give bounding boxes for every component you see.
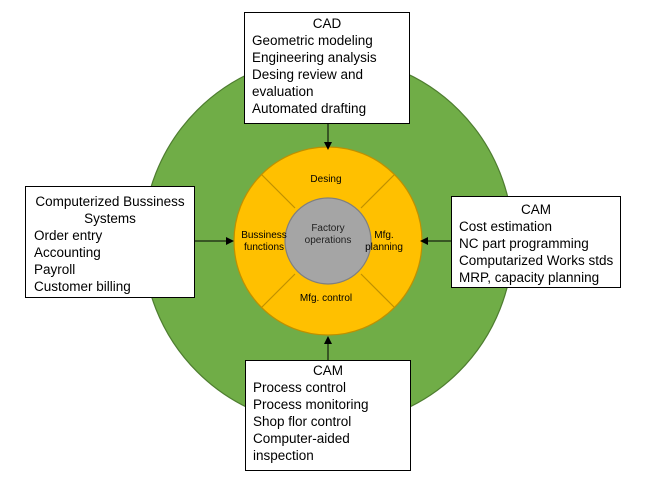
- cam-planning-item: MRP, capacity planning: [459, 270, 600, 285]
- cam-planning-item: Computarized Works stds: [459, 253, 614, 268]
- business-systems-item: Payroll: [34, 262, 76, 277]
- business-systems-item: Accounting: [34, 245, 101, 260]
- divider-bottom-left: [261, 273, 296, 308]
- business-systems-box-title: Computerized Bussiness Systems: [35, 194, 185, 226]
- cad-box: CAD Geometric modeling Engineering analy…: [244, 12, 410, 124]
- cam-control-item: Computer-aided inspection: [253, 431, 350, 463]
- divider-top-left: [261, 174, 296, 209]
- cam-control-item: Process control: [253, 380, 347, 395]
- business-systems-item: Order entry: [34, 228, 103, 243]
- divider-bottom-right: [360, 273, 395, 308]
- cad-item: Automated drafting: [252, 101, 367, 116]
- center-circle: [284, 197, 372, 285]
- cad-item: Desing review and evaluation: [252, 67, 364, 99]
- ring-label-mfg-planning: Mfg. planning: [365, 230, 403, 253]
- cam-planning-item: Cost estimation: [459, 219, 553, 234]
- business-systems-box: Computerized Bussiness Systems Order ent…: [25, 186, 195, 298]
- cam-control-box: CAM Process control Process monitoring S…: [245, 360, 411, 471]
- ring-label-mfg-control: Mfg. control: [299, 293, 353, 304]
- divider-top-right: [360, 174, 395, 209]
- center-label-factory-operations: Factory operations: [304, 223, 352, 246]
- ring-label-business-functions: Bussiness functions: [241, 230, 287, 253]
- cam-control-box-title: CAM: [313, 363, 343, 378]
- cam-planning-box: CAM Cost estimation NC part programming …: [451, 196, 621, 288]
- cam-control-item: Shop flor control: [253, 414, 352, 429]
- cam-planning-item: NC part programming: [459, 236, 589, 251]
- cad-box-title: CAD: [312, 16, 342, 31]
- cad-item: Engineering analysis: [252, 50, 377, 65]
- cad-item: Geometric modeling: [252, 33, 373, 48]
- cam-control-item: Process monitoring: [253, 397, 369, 412]
- business-systems-item: Customer billing: [34, 279, 131, 294]
- ring-label-design: Desing: [310, 174, 342, 185]
- cam-planning-box-title: CAM: [521, 202, 551, 217]
